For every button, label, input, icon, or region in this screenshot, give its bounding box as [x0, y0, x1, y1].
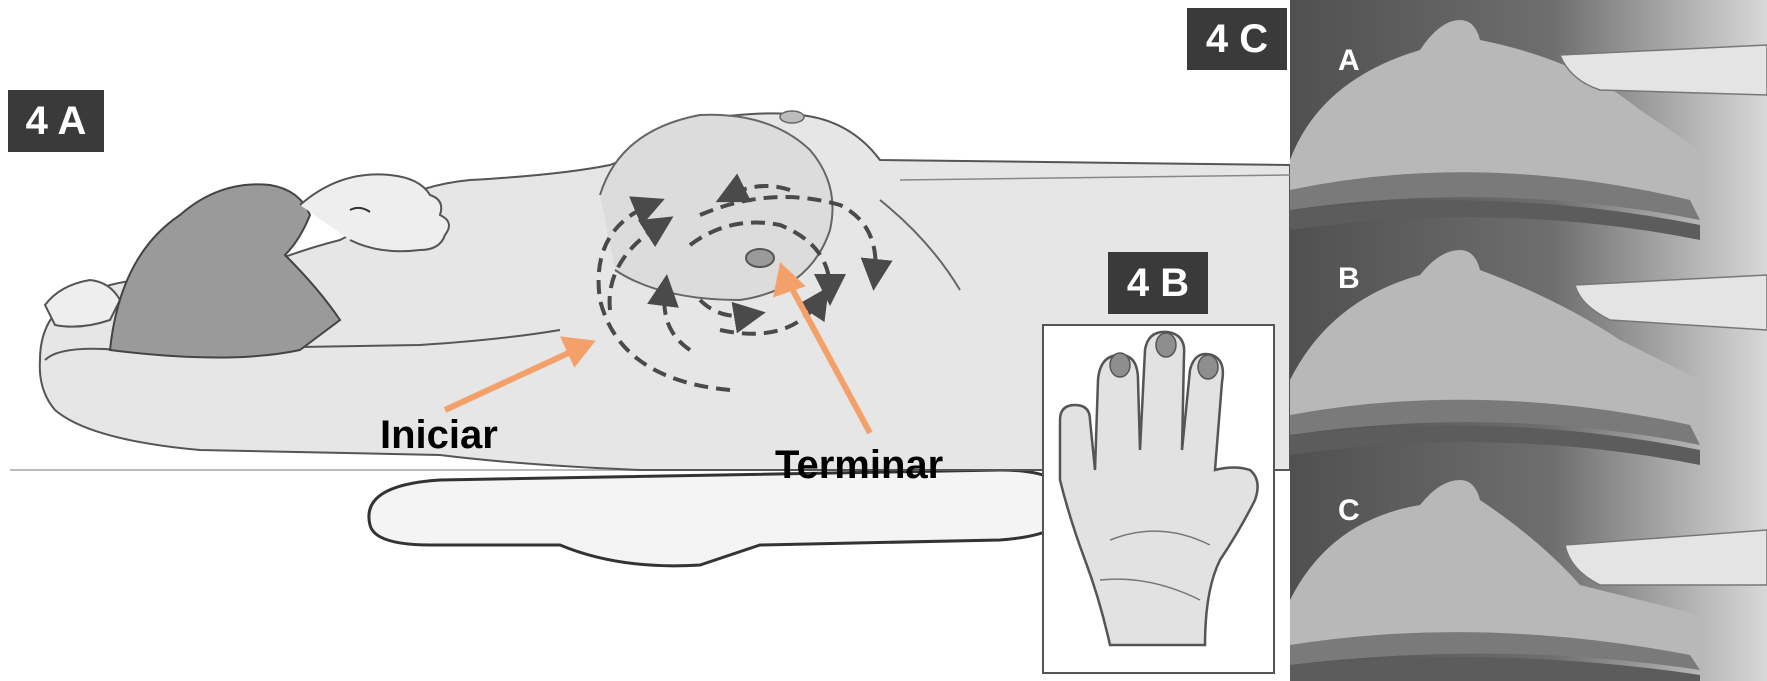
caption-start: Iniciar: [380, 413, 498, 458]
panel-label-4a: 4 A: [8, 90, 104, 152]
nipple: [746, 249, 774, 267]
panel-label-4c: 4 C: [1187, 8, 1287, 70]
hand-behind-head: [45, 280, 120, 327]
fingertip-ring: [1198, 355, 1218, 379]
face-profile: [300, 174, 449, 251]
pillow-outline: [369, 470, 1070, 566]
sub-view-label-a: A: [1338, 44, 1360, 78]
panel-4c-cross-sections: [1290, 0, 1767, 681]
breast-outline: [600, 115, 833, 300]
caption-end: Terminar: [775, 443, 943, 488]
sub-view-label-b: B: [1338, 262, 1360, 296]
sub-view-label-c: C: [1338, 494, 1360, 528]
panel-label-4b: 4 B: [1108, 252, 1208, 314]
fingertip-middle: [1156, 333, 1176, 357]
panel-4b-hand: [1043, 325, 1274, 673]
fingertip-index: [1110, 353, 1130, 377]
